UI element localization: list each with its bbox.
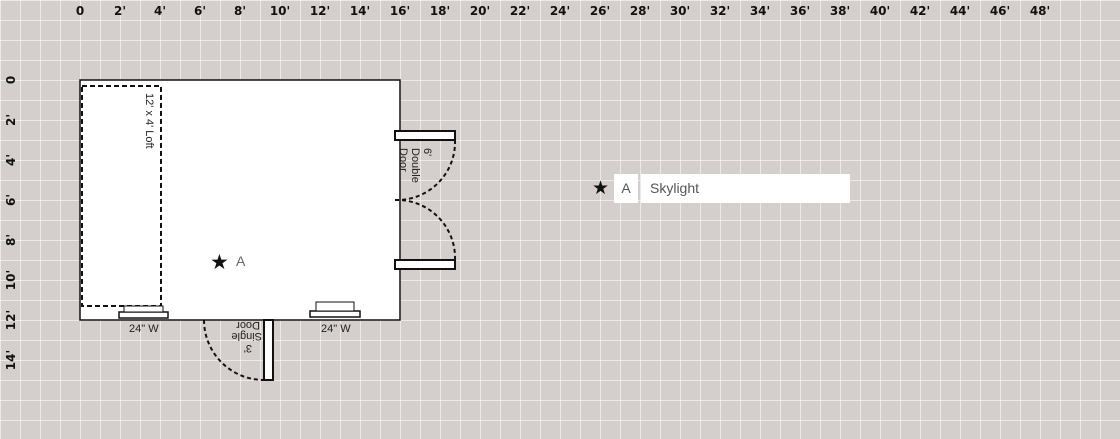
loft-outline[interactable] — [81, 85, 162, 307]
x-ruler-tick-label: 22' — [510, 4, 530, 18]
star-icon: ★ — [592, 177, 610, 199]
x-ruler-tick-label: 38' — [830, 4, 850, 18]
double-door[interactable]: 6' Double Door — [394, 130, 457, 270]
star-icon: ★ — [210, 250, 229, 274]
y-ruler: 0 2' 4' 6' 8' 10' 12' 14' — [4, 76, 18, 370]
building-outline[interactable] — [79, 79, 401, 321]
y-ruler-tick-label: 12' — [4, 310, 18, 330]
x-ruler-tick-label: 30' — [670, 4, 690, 18]
x-ruler-tick-label: 36' — [790, 4, 810, 18]
marker-label: A — [236, 253, 246, 269]
x-ruler-tick-label: 4' — [154, 4, 166, 18]
x-ruler-tick-label: 46' — [990, 4, 1010, 18]
x-ruler-tick-label: 0 — [76, 4, 84, 18]
x-ruler-tick-label: 32' — [710, 4, 730, 18]
x-ruler-tick-label: 40' — [870, 4, 890, 18]
x-ruler-tick-label: 34' — [750, 4, 770, 18]
x-ruler-tick-label: 18' — [430, 4, 450, 18]
y-ruler-tick-label: 14' — [4, 350, 18, 370]
window-left-label: 24" W — [129, 323, 159, 335]
x-ruler-tick-label: 28' — [630, 4, 650, 18]
y-ruler-tick-label: 0 — [4, 76, 18, 84]
single-door-label-1: 3' — [244, 342, 252, 354]
single-door-label-2: Single — [231, 330, 262, 342]
x-ruler-tick-label: 8' — [234, 4, 246, 18]
x-ruler-tick-label: 26' — [590, 4, 610, 18]
double-door-label-2: Double — [409, 148, 421, 183]
x-ruler-tick-label: 24' — [550, 4, 570, 18]
window-left[interactable]: 24" W — [118, 305, 169, 335]
window-right[interactable]: 24" W — [309, 301, 361, 335]
x-ruler-tick-label: 42' — [910, 4, 930, 18]
single-door[interactable]: 3' Single Door — [203, 319, 274, 381]
x-ruler-tick-label: 44' — [950, 4, 970, 18]
x-ruler: 0 2' 4' 6' 8' 10' 12' 14' 16' 18' 20' 22' 24' 26' 28' 3… — [76, 4, 1050, 18]
y-ruler-tick-label: 6' — [4, 194, 18, 206]
window-right-label: 24" W — [321, 323, 351, 335]
x-ruler-tick-label: 48' — [1030, 4, 1050, 18]
loft-label: 12' x 4' Loft — [143, 93, 155, 149]
double-door-label-1: 6' — [421, 148, 433, 156]
x-ruler-tick-label: 12' — [310, 4, 330, 18]
x-ruler-tick-label: 10' — [270, 4, 290, 18]
legend[interactable]: ★ A Skylight — [592, 174, 850, 203]
y-ruler-tick-label: 2' — [4, 114, 18, 126]
x-ruler-tick-label: 16' — [390, 4, 410, 18]
y-ruler-tick-label: 4' — [4, 154, 18, 166]
y-ruler-tick-label: 8' — [4, 234, 18, 246]
x-ruler-tick-label: 6' — [194, 4, 206, 18]
legend-key: A — [614, 174, 638, 203]
legend-name[interactable]: Skylight — [641, 174, 850, 203]
double-door-label-3: Door — [397, 148, 409, 172]
y-ruler-tick-label: 10' — [4, 270, 18, 290]
x-ruler-tick-label: 2' — [114, 4, 126, 18]
x-ruler-tick-label: 20' — [470, 4, 490, 18]
single-door-label-3: Door — [236, 319, 260, 331]
skylight-marker[interactable]: ★ A — [210, 250, 246, 274]
x-ruler-tick-label: 14' — [350, 4, 370, 18]
